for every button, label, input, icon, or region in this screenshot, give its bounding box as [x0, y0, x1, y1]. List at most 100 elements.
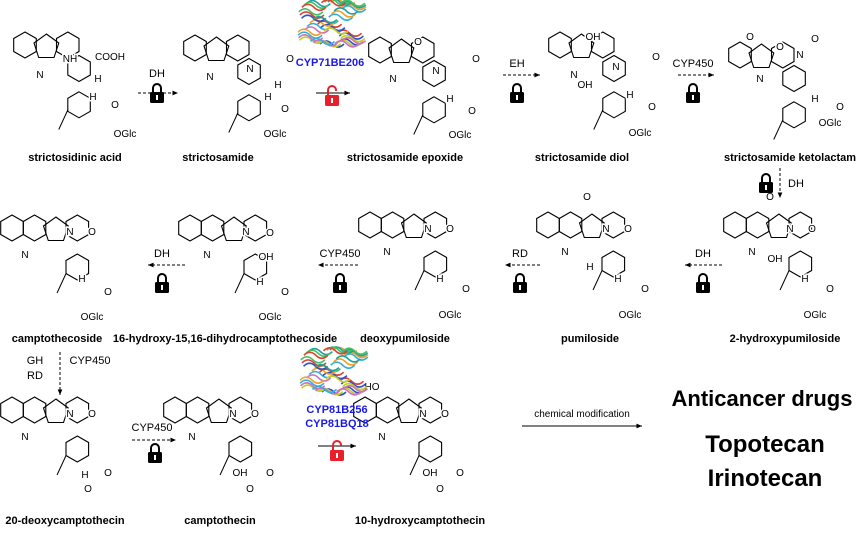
lock-shackle	[157, 273, 167, 282]
atom-label: H	[446, 94, 453, 105]
atom-label: H	[89, 92, 96, 103]
atom-label: O	[251, 409, 259, 420]
ring	[578, 213, 605, 239]
enzyme-label: DH	[149, 68, 165, 80]
compound-label: pumiloside	[560, 333, 620, 345]
hexagon-ring	[178, 214, 202, 242]
hexagon-ring	[601, 211, 626, 239]
atom-label: N	[432, 66, 439, 77]
hexagon-ring	[745, 211, 770, 239]
enzyme-label: EH	[509, 58, 525, 70]
atom-label: O	[652, 52, 660, 63]
hexagon-ring	[770, 41, 795, 69]
keyhole	[765, 185, 767, 190]
locked-icon	[510, 83, 524, 103]
hexagon-ring	[422, 59, 446, 88]
protein-strand	[309, 37, 336, 46]
keyhole	[692, 95, 694, 100]
atom-label: N	[378, 432, 385, 443]
hexagon-ring	[243, 214, 268, 242]
enzyme-label: chemical modification	[534, 409, 630, 420]
atom-label: H	[436, 274, 443, 285]
atom-label: O	[436, 484, 444, 495]
protein-strand	[303, 1, 329, 9]
atom-label: H	[801, 274, 808, 285]
unlocked-icon	[330, 440, 344, 461]
bond	[773, 119, 784, 140]
locked-icon	[148, 443, 162, 463]
hexagon-ring	[375, 396, 400, 424]
atom-label: O	[624, 224, 632, 235]
bond	[56, 273, 67, 294]
bond	[409, 455, 420, 476]
keyhole	[156, 95, 158, 100]
compound-label: 16-hydroxy-15,16-dihydrocamptothecoside	[112, 333, 338, 345]
protein-strand	[342, 347, 368, 355]
compound-label: 20-deoxycamptothecin	[5, 515, 125, 527]
arrowhead-icon	[172, 90, 178, 96]
protein-strand	[297, 31, 323, 39]
hexagon-ring	[163, 396, 187, 424]
protein-strand	[340, 34, 366, 43]
protein-structure-icon	[299, 346, 369, 396]
atom-label: N	[561, 247, 568, 258]
compound-label: 2-hydroxypumiloside	[729, 333, 841, 345]
atom-label: OGlc	[819, 118, 842, 129]
keyhole	[339, 285, 341, 290]
hexagon-ring	[368, 36, 392, 64]
protein-strand	[343, 384, 369, 393]
hexagon-ring	[788, 211, 813, 239]
atom-label: N	[206, 72, 213, 83]
atom-label: O	[641, 284, 649, 295]
hexagon-ring	[13, 31, 37, 59]
compound-label: strictosamide	[182, 152, 254, 164]
hexagon-ring	[788, 250, 813, 278]
hexagon-ring	[55, 31, 80, 59]
atom-label: OGlc	[449, 130, 472, 141]
locked-icon	[696, 273, 710, 293]
keyhole	[331, 98, 333, 103]
enzyme-label: DH	[695, 248, 711, 260]
hexagon-ring	[237, 57, 261, 86]
hexagon-ring	[0, 396, 24, 424]
hexagon-ring	[782, 64, 806, 93]
atom-label: N	[66, 227, 73, 238]
bond	[228, 112, 239, 133]
compound-label: 10-hydroxycamptothecin	[354, 515, 486, 527]
arrowhead-icon	[318, 262, 324, 268]
keyhole	[519, 285, 521, 290]
hexagon-ring	[410, 36, 435, 64]
atom-label: OGlc	[619, 310, 642, 321]
hexagon-ring	[422, 96, 446, 124]
atom-label: N	[66, 409, 73, 420]
arrowhead-icon	[148, 262, 154, 268]
atom-label: O	[111, 100, 119, 111]
ring	[203, 36, 230, 62]
atom-label: O	[266, 468, 274, 479]
locked-icon	[759, 173, 773, 193]
enzyme-label: DH	[154, 248, 170, 260]
atom-label: O	[456, 468, 464, 479]
atom-label: O	[441, 409, 449, 420]
lock-shackle	[335, 273, 345, 282]
arrowhead-icon	[344, 90, 350, 96]
bond	[414, 270, 425, 291]
atom-label: O	[808, 224, 816, 235]
atom-label: O	[826, 284, 834, 295]
atom-label: O	[281, 287, 289, 298]
bond	[58, 109, 69, 130]
atom-label: N	[36, 70, 43, 81]
enzyme-label: RD	[512, 248, 528, 260]
hexagon-ring	[228, 435, 253, 463]
protein-strand	[333, 7, 359, 15]
protein-strand	[304, 26, 330, 34]
hexagon-ring	[65, 396, 90, 424]
atom-label: OH	[423, 468, 438, 479]
